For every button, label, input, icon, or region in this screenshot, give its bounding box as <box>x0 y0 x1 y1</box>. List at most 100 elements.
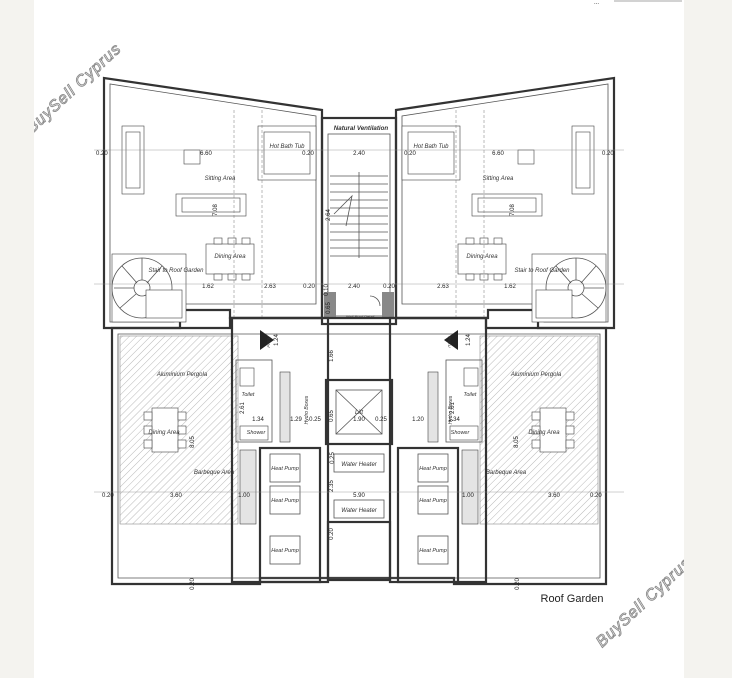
dim-duct: 0.65 <box>326 302 332 314</box>
right-wing <box>394 76 616 330</box>
drawing-sheet: ... <box>34 0 684 678</box>
left-hydro-boxes <box>279 371 291 443</box>
dim-left-lift-wall: 0.25 <box>309 417 321 423</box>
dim-right-b: 2.63 <box>437 284 449 290</box>
natural-ventilation-label: Natural Ventilation <box>334 125 389 132</box>
dim-left-toilet-depth: 2.61 <box>240 402 246 414</box>
left-heat-pump-3 <box>269 535 301 565</box>
lower-terrace <box>110 316 608 586</box>
dim-right-counter: 1.00 <box>462 493 474 499</box>
dim-right-lift-wall: 0.25 <box>375 417 387 423</box>
dim-bottom-right: 0.20 <box>515 578 521 590</box>
water-heater-label-1: Water Heater <box>341 462 378 468</box>
dim-bottom-core: 0.20 <box>329 528 335 540</box>
room-labels: Natural Ventilation Hot Bath Tub Hot Bat… <box>148 125 570 554</box>
left-wing <box>102 76 324 330</box>
stair-core-outline <box>320 116 398 326</box>
dim-left-edge: 0.20 <box>96 151 108 157</box>
left-pneu-label: PNEU <box>266 336 271 347</box>
dim-landing: 1.66 <box>329 350 335 362</box>
left-pneu-arrow <box>260 330 274 350</box>
right-barbeque-label: Barbeque Area <box>486 470 527 476</box>
dim-right-c: 0.20 <box>383 284 395 290</box>
right-heat-pump-label-1: Heat Pump <box>419 466 447 472</box>
right-heat-pump-2 <box>417 485 449 515</box>
dim-lift-width: 1.90 <box>353 417 365 423</box>
left-heat-pump-label-1: Heat Pump <box>271 466 299 472</box>
right-duct <box>382 292 394 318</box>
right-dining-area-label: Dining Area <box>466 254 498 260</box>
plan-title: Roof Garden <box>541 593 604 605</box>
dim-terrace-right-edge: 0.20 <box>590 493 602 499</box>
right-terrace-dining-label: Dining Area <box>528 430 560 436</box>
water-heater-2 <box>333 499 385 519</box>
left-shower-label: Shower <box>247 430 267 436</box>
right-pneu-arrow <box>444 330 458 350</box>
dim-left-pneu: 1.24 <box>274 334 280 346</box>
right-dining-table <box>457 243 507 275</box>
left-barbeque-label: Barbeque Area <box>194 470 235 476</box>
dim-heater-wall: 0.25 <box>330 452 336 464</box>
dim-left-c: 0.20 <box>303 284 315 290</box>
dim-left-depth: 7.08 <box>213 204 219 216</box>
right-toilet-room <box>445 359 483 443</box>
left-hot-bath-tub-label: Hot Bath Tub <box>270 144 306 150</box>
left-duct <box>324 292 336 318</box>
dim-heater-gap: 2.35 <box>329 480 335 492</box>
right-shower <box>449 425 479 441</box>
right-pergola-label: Aluminium Pergola <box>510 372 562 378</box>
right-sitting-area-label: Sitting Area <box>483 176 514 182</box>
dim-terrace-left-edge: 0.20 <box>102 493 114 499</box>
lift-shaft <box>324 378 394 446</box>
right-heat-pump-label-3: Heat Pump <box>419 548 447 554</box>
watermark-top-left: BuySell Cyprus <box>34 40 125 137</box>
right-coffee-table <box>517 149 535 165</box>
central-stair-core <box>320 116 398 326</box>
right-heat-pump-1 <box>417 453 449 483</box>
terrace-outline <box>110 316 608 586</box>
right-stair-label: Stair to Roof Garden <box>514 268 570 274</box>
lift-core <box>324 378 394 582</box>
dim-right-toilet-width: 1.34 <box>448 417 460 423</box>
water-heater-1 <box>333 453 385 473</box>
left-terrace-dining-label: Dining Area <box>148 430 180 436</box>
left-bbq-counter <box>239 449 257 525</box>
right-pneu-label: PNEU <box>447 336 452 347</box>
left-heat-pump-label-3: Heat Pump <box>271 548 299 554</box>
right-bbq-counter <box>461 449 479 525</box>
dim-core-width: 2.40 <box>353 151 365 157</box>
left-coffee-table <box>183 149 201 165</box>
left-shower <box>239 425 269 441</box>
water-heater-label-2: Water Heater <box>341 508 378 514</box>
dim-right-toilet-depth: 2.61 <box>450 402 456 414</box>
dim-right-depth: 7.08 <box>510 204 516 216</box>
left-toilet-room <box>235 359 273 443</box>
left-dining-area-label: Dining Area <box>214 254 246 260</box>
dim-left-toilet-width: 1.34 <box>252 417 264 423</box>
left-stair-label: Stair to Roof Garden <box>148 268 204 274</box>
lift-label: Lift <box>355 410 363 416</box>
dim-heater-width: 5.90 <box>353 493 365 499</box>
dim-lift-depth: 0.65 <box>329 410 335 422</box>
header-fragment: ... <box>594 0 599 6</box>
left-heat-pump-1 <box>269 453 301 483</box>
left-sitting-area-label: Sitting Area <box>205 176 236 182</box>
dim-right-edge: 0.20 <box>602 151 614 157</box>
left-pergola-label: Aluminium Pergola <box>156 372 208 378</box>
dim-core-b: 2.40 <box>348 284 360 290</box>
dim-right-terrace-depth: 8.05 <box>514 436 520 448</box>
dim-stair-depth: 2.64 <box>326 209 332 221</box>
dim-left-b: 2.63 <box>264 284 276 290</box>
left-hydro-boxes-label: Hydro Boxes <box>304 395 310 424</box>
dim-left-hydro: 1.29 <box>290 417 302 423</box>
dim-left-wall: 0.20 <box>302 151 314 157</box>
dim-left-counter: 1.00 <box>238 493 250 499</box>
dim-left-terrace-depth: 8.05 <box>190 436 196 448</box>
dimension-labels: 0.20 6.60 0.20 2.40 0.20 6.60 0.20 7.08 … <box>96 151 614 590</box>
right-heat-pump-label-2: Heat Pump <box>419 498 447 504</box>
dim-right-width: 6.60 <box>492 151 504 157</box>
right-hydro-boxes-label: Hydro Boxes <box>448 395 454 424</box>
dim-right-a: 1.62 <box>504 284 516 290</box>
dim-terrace-left-width: 3.60 <box>170 493 182 499</box>
right-heat-pump-3 <box>417 535 449 565</box>
